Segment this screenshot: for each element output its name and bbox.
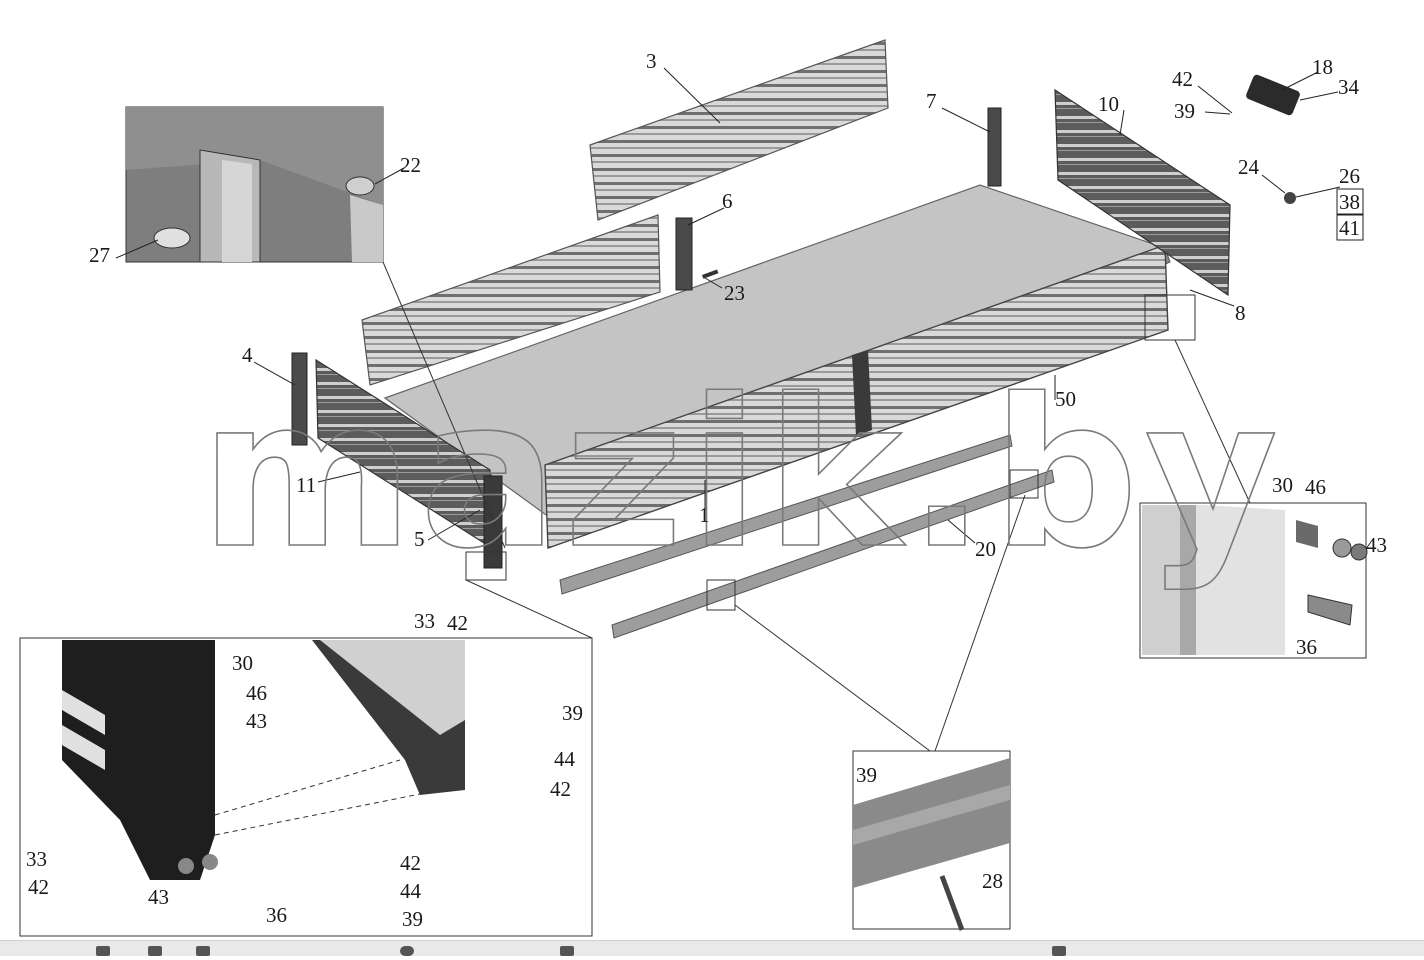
callout-22: 22: [400, 153, 421, 177]
callout-42: 42: [447, 611, 468, 635]
callout-39: 39: [856, 763, 877, 787]
callout-41: 41: [1339, 216, 1360, 240]
callout-27: 27: [89, 243, 110, 267]
callout-8: 8: [1235, 301, 1246, 325]
callout-10: 10: [1098, 92, 1119, 116]
callout-23: 23: [724, 281, 745, 305]
callout-33: 33: [26, 847, 47, 871]
callout-6: 6: [722, 189, 733, 213]
post-7: [987, 107, 1002, 187]
toolbar-icon[interactable]: [560, 946, 574, 956]
callout-7: 7: [926, 89, 937, 113]
callout-34: 34: [1338, 75, 1360, 99]
post-6: [675, 217, 693, 291]
post-4: [291, 352, 308, 446]
callout-5: 5: [414, 527, 425, 551]
toolbar-icon[interactable]: [1052, 946, 1066, 956]
callout-42: 42: [400, 851, 421, 875]
callout-30: 30: [1272, 473, 1293, 497]
side-board-left: [361, 214, 661, 386]
callout-43: 43: [1366, 533, 1387, 557]
callout-26: 26: [1339, 164, 1360, 188]
toolbar-icon[interactable]: [196, 946, 210, 956]
callout-3: 3: [646, 49, 657, 73]
side-board-3: [589, 39, 889, 221]
callout-11: 11: [296, 473, 316, 497]
callout-50: 50: [1055, 387, 1076, 411]
callout-4: 4: [242, 343, 253, 367]
callout-39: 39: [562, 701, 583, 725]
front-board-10: [1054, 88, 1231, 297]
callout-18: 18: [1312, 55, 1333, 79]
callout-36: 36: [266, 903, 287, 927]
rail-20b: [611, 469, 1055, 639]
toolbar-icon[interactable]: [96, 946, 110, 956]
callout-38: 38: [1339, 190, 1360, 214]
callout-44: 44: [554, 747, 576, 771]
callout-44: 44: [400, 879, 422, 903]
toolbar-icon[interactable]: [400, 946, 414, 956]
callout-20: 20: [975, 537, 996, 561]
callout-39: 39: [402, 907, 423, 931]
leader-lines: [115, 67, 1341, 544]
box-38: [1336, 188, 1364, 215]
callout-1: 1: [699, 503, 710, 527]
callout-24: 24: [1238, 155, 1260, 179]
cap-24: [1284, 192, 1296, 204]
callout-labels: 3 7 10 42 39 18 34 22 27 24 26 38 41 6 2…: [26, 49, 1387, 931]
callout-28: 28: [982, 869, 1003, 893]
callout-43: 43: [246, 709, 267, 733]
callout-42: 42: [1172, 67, 1193, 91]
callout-39: 39: [1174, 99, 1195, 123]
lamp-18: [1246, 74, 1300, 116]
callout-46: 46: [246, 681, 267, 705]
box-41: [1336, 214, 1364, 241]
callout-43: 43: [148, 885, 169, 909]
toolbar-icon[interactable]: [148, 946, 162, 956]
callout-33: 33: [414, 609, 435, 633]
callout-42: 42: [28, 875, 49, 899]
bottom-toolbar-strip: [0, 940, 1424, 956]
rail-20a: [559, 434, 1013, 595]
callout-36: 36: [1296, 635, 1317, 659]
callout-42: 42: [550, 777, 571, 801]
callout-30: 30: [232, 651, 253, 675]
callout-46: 46: [1305, 475, 1326, 499]
watermark-text: mazik.by: [200, 356, 1284, 594]
post-5: [483, 475, 503, 569]
